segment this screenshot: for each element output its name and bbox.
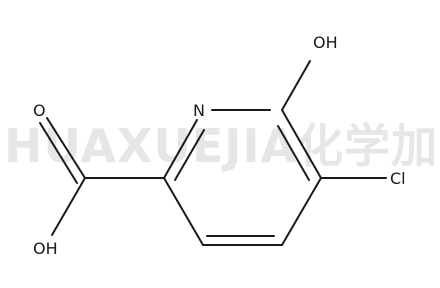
- label-chlorine: Cl: [390, 169, 406, 188]
- bond-c6-c5-inner: [277, 125, 310, 181]
- bond-co-double-a: [46, 117, 86, 179]
- bond-c6-oh: [281, 60, 311, 111]
- watermark-text: HUAXUEJIA化学加: [4, 119, 438, 173]
- bond-c3-c2: [163, 177, 204, 246]
- label-ring-nitrogen: N: [193, 101, 205, 120]
- label-hydroxyl-top: OH: [313, 33, 338, 52]
- label-acid-hydroxyl: OH: [33, 239, 58, 258]
- substituents: [39, 60, 387, 236]
- bond-c5-c4: [281, 177, 322, 246]
- bond-c6-c5: [281, 109, 322, 179]
- label-carbonyl-oxygen: O: [33, 101, 46, 120]
- bond-co-double-b: [39, 122, 78, 184]
- bond-c-oh: [51, 177, 86, 236]
- bond-c2-n: [163, 119, 198, 179]
- bond-c2-n-inner: [174, 129, 205, 181]
- pyridine-ring: [163, 109, 322, 246]
